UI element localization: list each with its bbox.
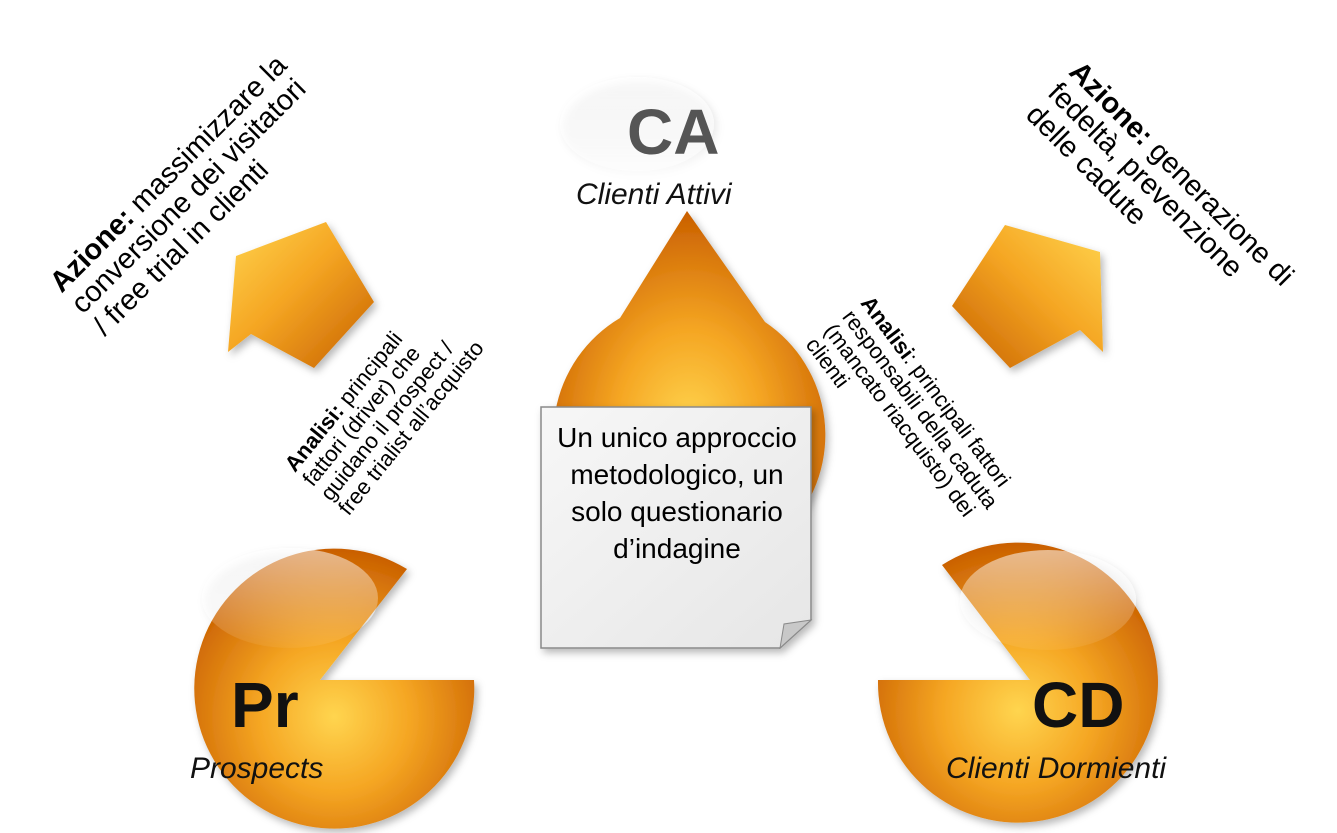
pr-node bbox=[194, 548, 475, 829]
cd-label: Clienti Dormienti bbox=[946, 752, 1167, 785]
ca-label: Clienti Attivi bbox=[576, 178, 732, 211]
cd-abbr: CD bbox=[1032, 669, 1125, 741]
pr-abbr: Pr bbox=[231, 669, 299, 741]
pr-label: Prospects bbox=[190, 752, 324, 785]
arrow-up-right-icon bbox=[952, 225, 1103, 368]
cd-node bbox=[877, 542, 1158, 823]
ca-abbr: CA bbox=[627, 96, 720, 168]
arrow-up-left-icon bbox=[228, 222, 374, 368]
note-text: Un unico approccio metodologico, un solo… bbox=[557, 422, 797, 564]
document-note-icon bbox=[540, 406, 813, 650]
